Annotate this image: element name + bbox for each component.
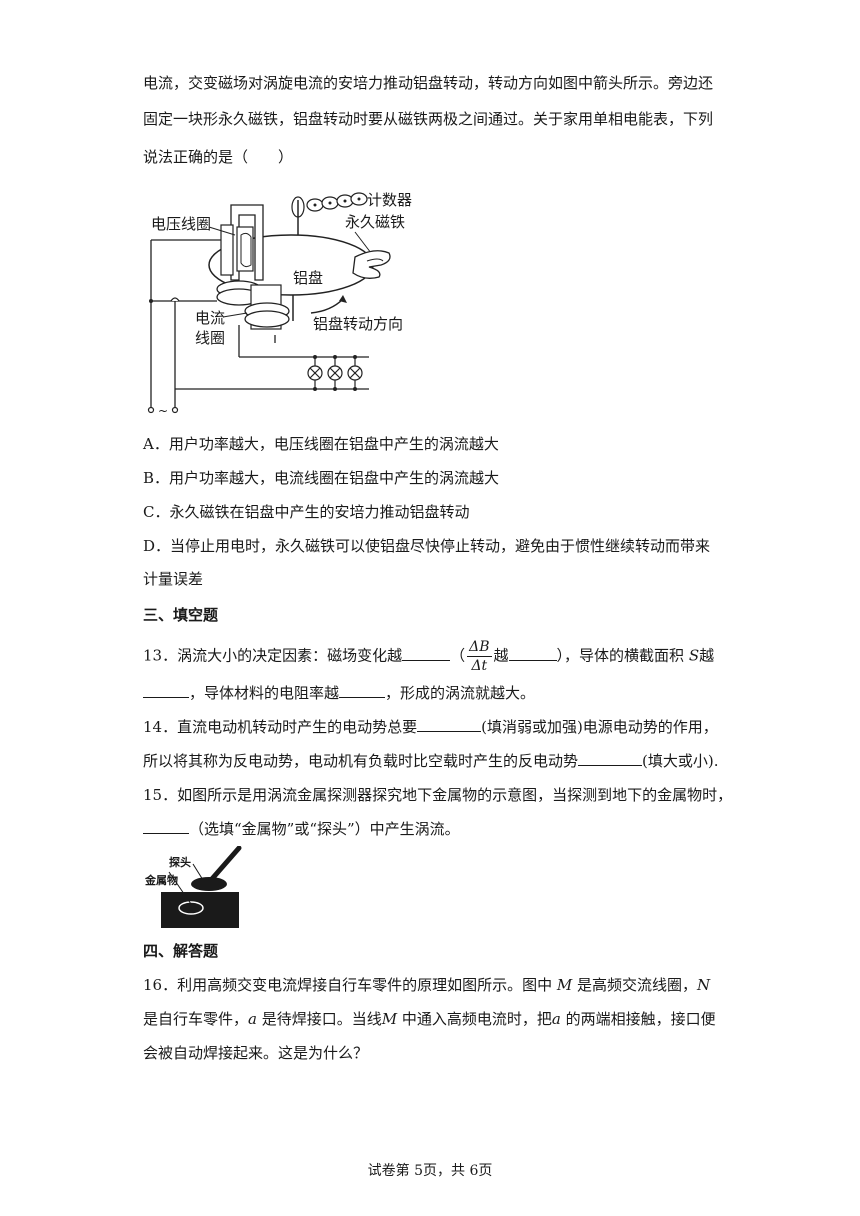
q16-var-n: N [697, 976, 711, 994]
current-coil-label-1: 电流 [195, 309, 225, 327]
page-footer: 试卷第 5页，共 6页 [367, 1163, 493, 1179]
counter-label: 计数器 [367, 191, 412, 209]
q16-text-2a: 是自行车零件， [143, 1010, 249, 1028]
section-4-title: 四、解答题 [143, 942, 219, 960]
q13-var-s: S [688, 646, 700, 665]
q13-blank-1[interactable] [402, 646, 451, 661]
q12-intro-line-2: 固定一块形永久磁铁，铝盘转动时要从磁铁两极之间通过。关于家用单相电能表，下列 [143, 110, 714, 128]
q13-paren-open: （ [450, 646, 466, 665]
q16-text-2b: 是待焊接口。当线 [261, 1010, 382, 1028]
q13-frac-den: Δt [471, 658, 488, 674]
metal-label: 金属物 [144, 873, 178, 887]
ac-symbol: ~ [158, 404, 168, 417]
q12-intro-line-1: 电流，交变磁场对涡旋电流的安培力推动铝盘转动，转动方向如图中箭头所示。旁边还 [143, 74, 714, 92]
q16-line-1: 16．利用高频交变电流焊接自行车零件的原理如图所示。图中 M 是高频交流线圈，N [143, 974, 710, 995]
q16-var-a2: a [551, 1010, 561, 1028]
q15-blank-1[interactable] [143, 819, 189, 834]
q14-line-1: 14．直流电动机转动时产生的电动势总要 (填消弱或加强)电源电动势的作用， [143, 716, 718, 737]
q13-text-1: 13．涡流大小的决定因素：磁场变化越 [143, 646, 403, 665]
q13-frac-num: ΔB [467, 639, 492, 657]
probe-label: 探头 [169, 855, 191, 869]
q15-line-2: （选填“金属物”或“探头”）中产生涡流。 [143, 818, 460, 839]
q13-blank-4[interactable] [339, 683, 386, 698]
q12-option-d-line-1: D．当停止用电时，永久磁铁可以使铝盘尽快停止转动，避免由于惯性继续转动而带来 [143, 537, 711, 555]
q16-var-m2: M [381, 1010, 398, 1028]
q14-text-2: (填消弱或加强)电源电动势的作用， [481, 718, 718, 736]
q12-option-c: C．永久磁铁在铝盘中产生的安培力推动铝盘转动 [143, 503, 470, 521]
q13-blank-3[interactable] [143, 683, 189, 698]
q16-text-2c: 中通入高频电流时，把 [401, 1010, 552, 1028]
q14-text-1: 14．直流电动机转动时产生的电动势总要 [143, 718, 418, 736]
q15-line-1: 15．如图所示是用涡流金属探测器探究地下金属物的示意图，当探测到地下的金属物时， [143, 786, 733, 804]
q16-var-a: a [248, 1010, 257, 1028]
disc-label: 铝盘 [293, 269, 323, 287]
q16-line-2: 是自行车零件，a 是待焊接口。当线M 中通入高频电流时，把a 的两端相接触，接口… [143, 1008, 716, 1029]
q12-option-b: B．用户功率越大，电流线圈在铝盘中产生的涡流越大 [143, 469, 500, 487]
q14-line-2: 所以将其称为反电动势，电动机有负载时比空载时产生的反电动势 (填大或小). [143, 750, 719, 771]
q12-option-a: A．用户功率越大，电压线圈在铝盘中产生的涡流越大 [143, 435, 499, 453]
q14-blank-2[interactable] [578, 751, 643, 766]
q16-var-m: M [556, 976, 573, 994]
section-3-title: 三、填空题 [143, 606, 219, 624]
q13-line-2: ，导体材料的电阻率越 ，形成的涡流就越大。 [143, 682, 535, 703]
electric-meter-figure: 计数器 永久磁铁 铝盘 电压线圈 电流 线圈 铝盘转动方向 [147, 191, 412, 417]
q14-blank-1[interactable] [417, 717, 482, 732]
q15-text-2: （选填“金属物”或“探头”）中产生涡流。 [189, 820, 460, 838]
q13-text-6: ，形成的涡流就越大。 [385, 684, 536, 702]
q13-text-2: 越 [493, 646, 509, 665]
rotation-label: 铝盘转动方向 [313, 315, 403, 333]
q13-text-3: ），导体的横截面积 [556, 646, 685, 665]
q13-blank-2[interactable] [508, 646, 557, 661]
q12-option-d-line-2: 计量误差 [143, 570, 204, 588]
q14-text-4: (填大或小). [642, 752, 719, 770]
q16-text-2d: 的两端相接触，接口便 [565, 1010, 716, 1028]
q12-intro-line-3: 说法正确的是（ ） [143, 148, 294, 166]
magnet-label: 永久磁铁 [345, 213, 405, 231]
q16-text-1a: 16．利用高频交变电流焊接自行车零件的原理如图所示。图中 [143, 976, 553, 994]
metal-detector-figure: 探头 金属物 [144, 846, 242, 928]
q13-text-5: ，导体材料的电阻率越 [189, 684, 340, 702]
current-coil-label-2: 线圈 [195, 329, 225, 347]
q14-text-3: 所以将其称为反电动势，电动机有负载时比空载时产生的反电动势 [143, 752, 579, 770]
q16-line-3: 会被自动焊接起来。这是为什么？ [143, 1044, 369, 1062]
q16-text-1b: 是高频交流线圈， [577, 976, 698, 994]
voltage-coil-label: 电压线圈 [151, 215, 211, 233]
q13-text-4: 越 [699, 646, 715, 665]
